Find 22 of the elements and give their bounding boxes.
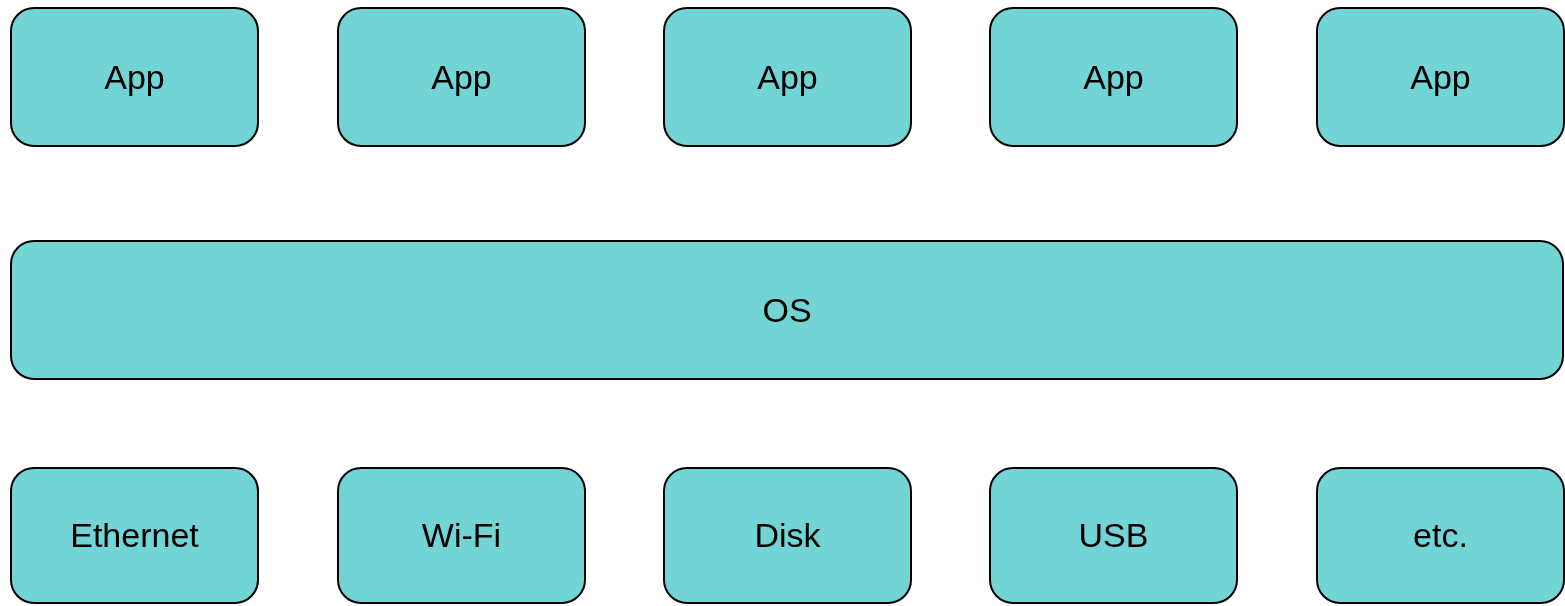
component-box bbox=[663, 467, 912, 604]
component-box bbox=[10, 467, 259, 604]
node-label: Ethernet bbox=[70, 516, 199, 555]
node-label: App bbox=[431, 57, 492, 97]
node-label: App bbox=[1410, 57, 1471, 97]
component-box bbox=[10, 7, 259, 147]
node-label: Wi-Fi bbox=[421, 516, 502, 555]
node-label: etc. bbox=[1413, 516, 1468, 555]
layer-bar bbox=[10, 240, 1564, 380]
component-box bbox=[663, 7, 912, 147]
node-label: App bbox=[1083, 57, 1144, 97]
component-box bbox=[989, 467, 1238, 604]
component-box bbox=[1316, 467, 1565, 604]
component-box bbox=[1316, 7, 1565, 147]
component-box bbox=[989, 7, 1238, 147]
node-label: App bbox=[757, 57, 818, 97]
node-label: App bbox=[104, 57, 165, 97]
component-box bbox=[337, 7, 586, 147]
component-box bbox=[337, 467, 586, 604]
node-label: USB bbox=[1078, 516, 1149, 555]
node-label: Disk bbox=[754, 516, 821, 555]
node-label: OS bbox=[762, 290, 812, 330]
